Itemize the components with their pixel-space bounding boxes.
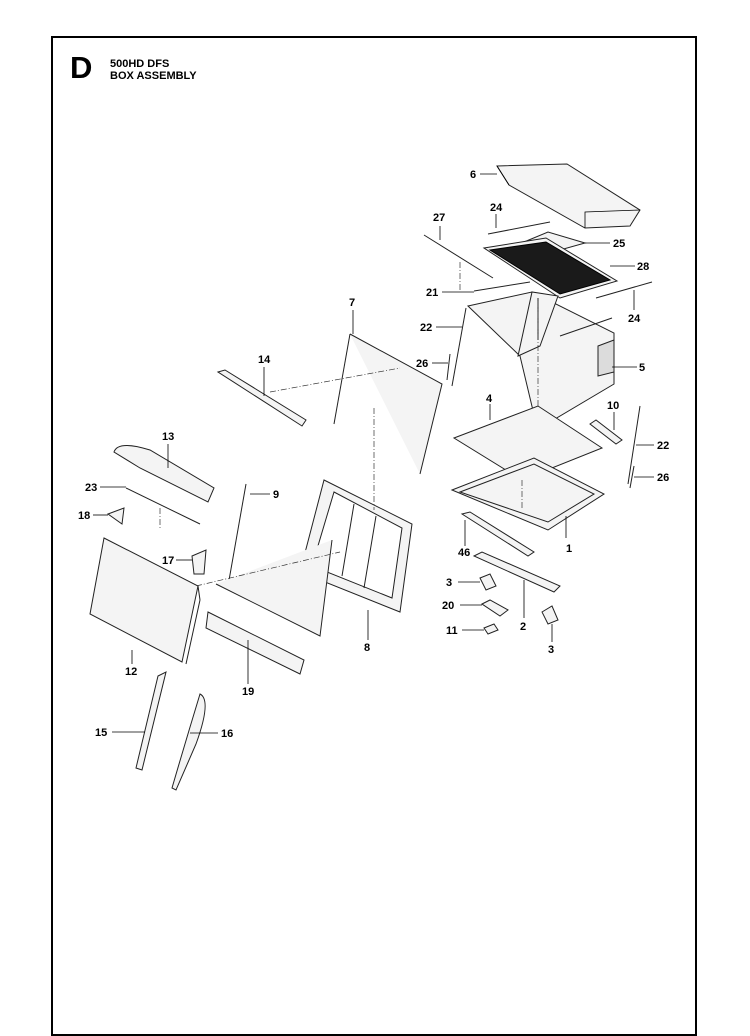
callout-8: 8 <box>364 642 370 654</box>
model-name: 500HD DFS <box>110 58 170 70</box>
callout-4: 4 <box>486 393 493 405</box>
title-block: 500HD DFS BOX ASSEMBLY <box>110 58 197 82</box>
part-21-strip <box>473 281 531 292</box>
callout-27: 27 <box>433 212 445 224</box>
part-23-strip <box>125 487 201 525</box>
callout-46: 46 <box>458 547 470 559</box>
part-8-door-frame <box>299 479 413 613</box>
dash-9-12 <box>195 551 341 587</box>
part-26-pin-left <box>446 353 451 381</box>
part-16-guard <box>171 693 206 791</box>
callout-17: 17 <box>162 555 174 567</box>
callout-15: 15 <box>95 727 107 739</box>
callout-24-top: 24 <box>490 202 503 214</box>
part-6-lid <box>496 163 641 229</box>
part-3-bracket-left <box>479 573 497 591</box>
part-19-trough <box>205 611 305 675</box>
part-18-bracket <box>106 507 125 525</box>
part-46-channel <box>460 511 535 557</box>
part-13-cover <box>113 445 215 503</box>
part-24-strip-right <box>595 281 653 299</box>
part-22-rod-right <box>627 405 641 485</box>
callout-23: 23 <box>85 482 97 494</box>
callout-16: 16 <box>221 728 233 740</box>
part-22-rod-left <box>451 307 467 387</box>
part-3-bracket-right <box>541 605 559 625</box>
callout-11: 11 <box>446 625 458 637</box>
part-11-clip <box>483 623 499 635</box>
callout-13: 13 <box>162 431 174 443</box>
part-7-frame <box>333 333 443 475</box>
callout-26-left: 26 <box>416 358 428 370</box>
part-14-bar <box>216 369 307 427</box>
callout-1: 1 <box>566 543 572 555</box>
part-2-support-bar <box>472 551 561 593</box>
dash-7-14 <box>269 367 401 393</box>
callout-9: 9 <box>273 489 279 501</box>
callout-22-right: 22 <box>657 440 669 452</box>
part-27-rod <box>423 234 494 279</box>
part-26-pin-right <box>629 465 635 489</box>
part-24-strip-top <box>487 221 551 235</box>
callout-26-right: 26 <box>657 472 669 484</box>
callout-labels: 6 24 27 25 28 21 24 7 22 26 5 14 4 10 22… <box>78 169 669 740</box>
callout-10: 10 <box>607 400 619 412</box>
callout-7: 7 <box>349 297 355 309</box>
part-4-floor-panel <box>452 405 604 481</box>
callout-3-right: 3 <box>548 644 554 656</box>
callout-20: 20 <box>442 600 454 612</box>
part-1-base-tray <box>450 457 605 531</box>
part-28-mesh-screen <box>482 237 619 299</box>
callout-5: 5 <box>639 362 645 374</box>
assembly-title: BOX ASSEMBLY <box>110 70 197 82</box>
callout-24-right: 24 <box>628 313 641 325</box>
callout-25: 25 <box>613 238 625 250</box>
part-15-guard <box>135 671 167 771</box>
callout-22-left: 22 <box>420 322 432 334</box>
callout-19: 19 <box>242 686 254 698</box>
part-17-bracket <box>191 549 207 575</box>
callout-18: 18 <box>78 510 90 522</box>
part-20-bracket <box>481 599 509 617</box>
callout-2: 2 <box>520 621 526 633</box>
section-letter: D <box>70 50 93 85</box>
part-10-bracket <box>589 419 623 445</box>
callout-14: 14 <box>258 354 271 366</box>
callout-21: 21 <box>426 287 438 299</box>
part-9-side-frame <box>215 483 333 637</box>
callout-3-left: 3 <box>446 577 452 589</box>
callout-28: 28 <box>637 261 649 273</box>
part-12-rear-panel <box>89 537 201 665</box>
callout-12: 12 <box>125 666 137 678</box>
callout-6: 6 <box>470 169 476 181</box>
